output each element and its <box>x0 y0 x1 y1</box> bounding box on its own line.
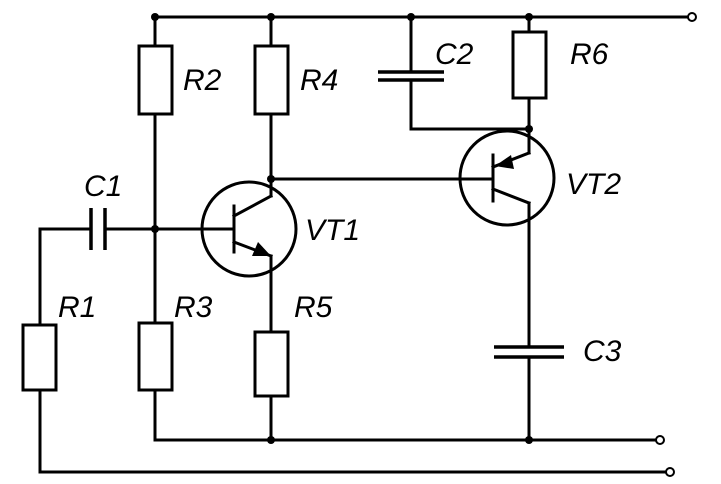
resistor-r4 <box>253 44 290 116</box>
vt2-emitter-arrow-icon <box>495 155 514 169</box>
terminal-middle <box>655 435 665 445</box>
label-c3: C3 <box>583 335 622 368</box>
resistor-r2 <box>137 44 174 116</box>
transistor-vt2 <box>458 129 556 227</box>
resistor-r6 <box>511 30 548 100</box>
label-vt2: VT2 <box>566 168 621 201</box>
wires <box>38 15 690 474</box>
terminal-top <box>687 12 697 22</box>
label-c2: C2 <box>435 38 474 71</box>
transistor-vt1 <box>200 180 298 278</box>
label-r2: R2 <box>183 64 222 97</box>
capacitor-c3 <box>494 345 564 359</box>
capacitor-c1 <box>89 208 107 250</box>
junction-dots <box>151 13 533 444</box>
label-r1: R1 <box>58 291 96 324</box>
capacitor-c2 <box>378 70 444 82</box>
label-vt1: VT1 <box>305 214 360 247</box>
label-r3: R3 <box>174 291 213 324</box>
label-r5: R5 <box>294 291 333 324</box>
vt1-emitter-arrow-icon <box>252 242 271 256</box>
label-r4: R4 <box>300 64 338 97</box>
terminal-bottom <box>665 467 675 477</box>
resistor-r1 <box>21 323 58 392</box>
label-r6: R6 <box>570 38 609 71</box>
resistor-r5 <box>253 330 290 398</box>
resistor-r3 <box>137 321 174 392</box>
label-c1: C1 <box>84 170 122 203</box>
